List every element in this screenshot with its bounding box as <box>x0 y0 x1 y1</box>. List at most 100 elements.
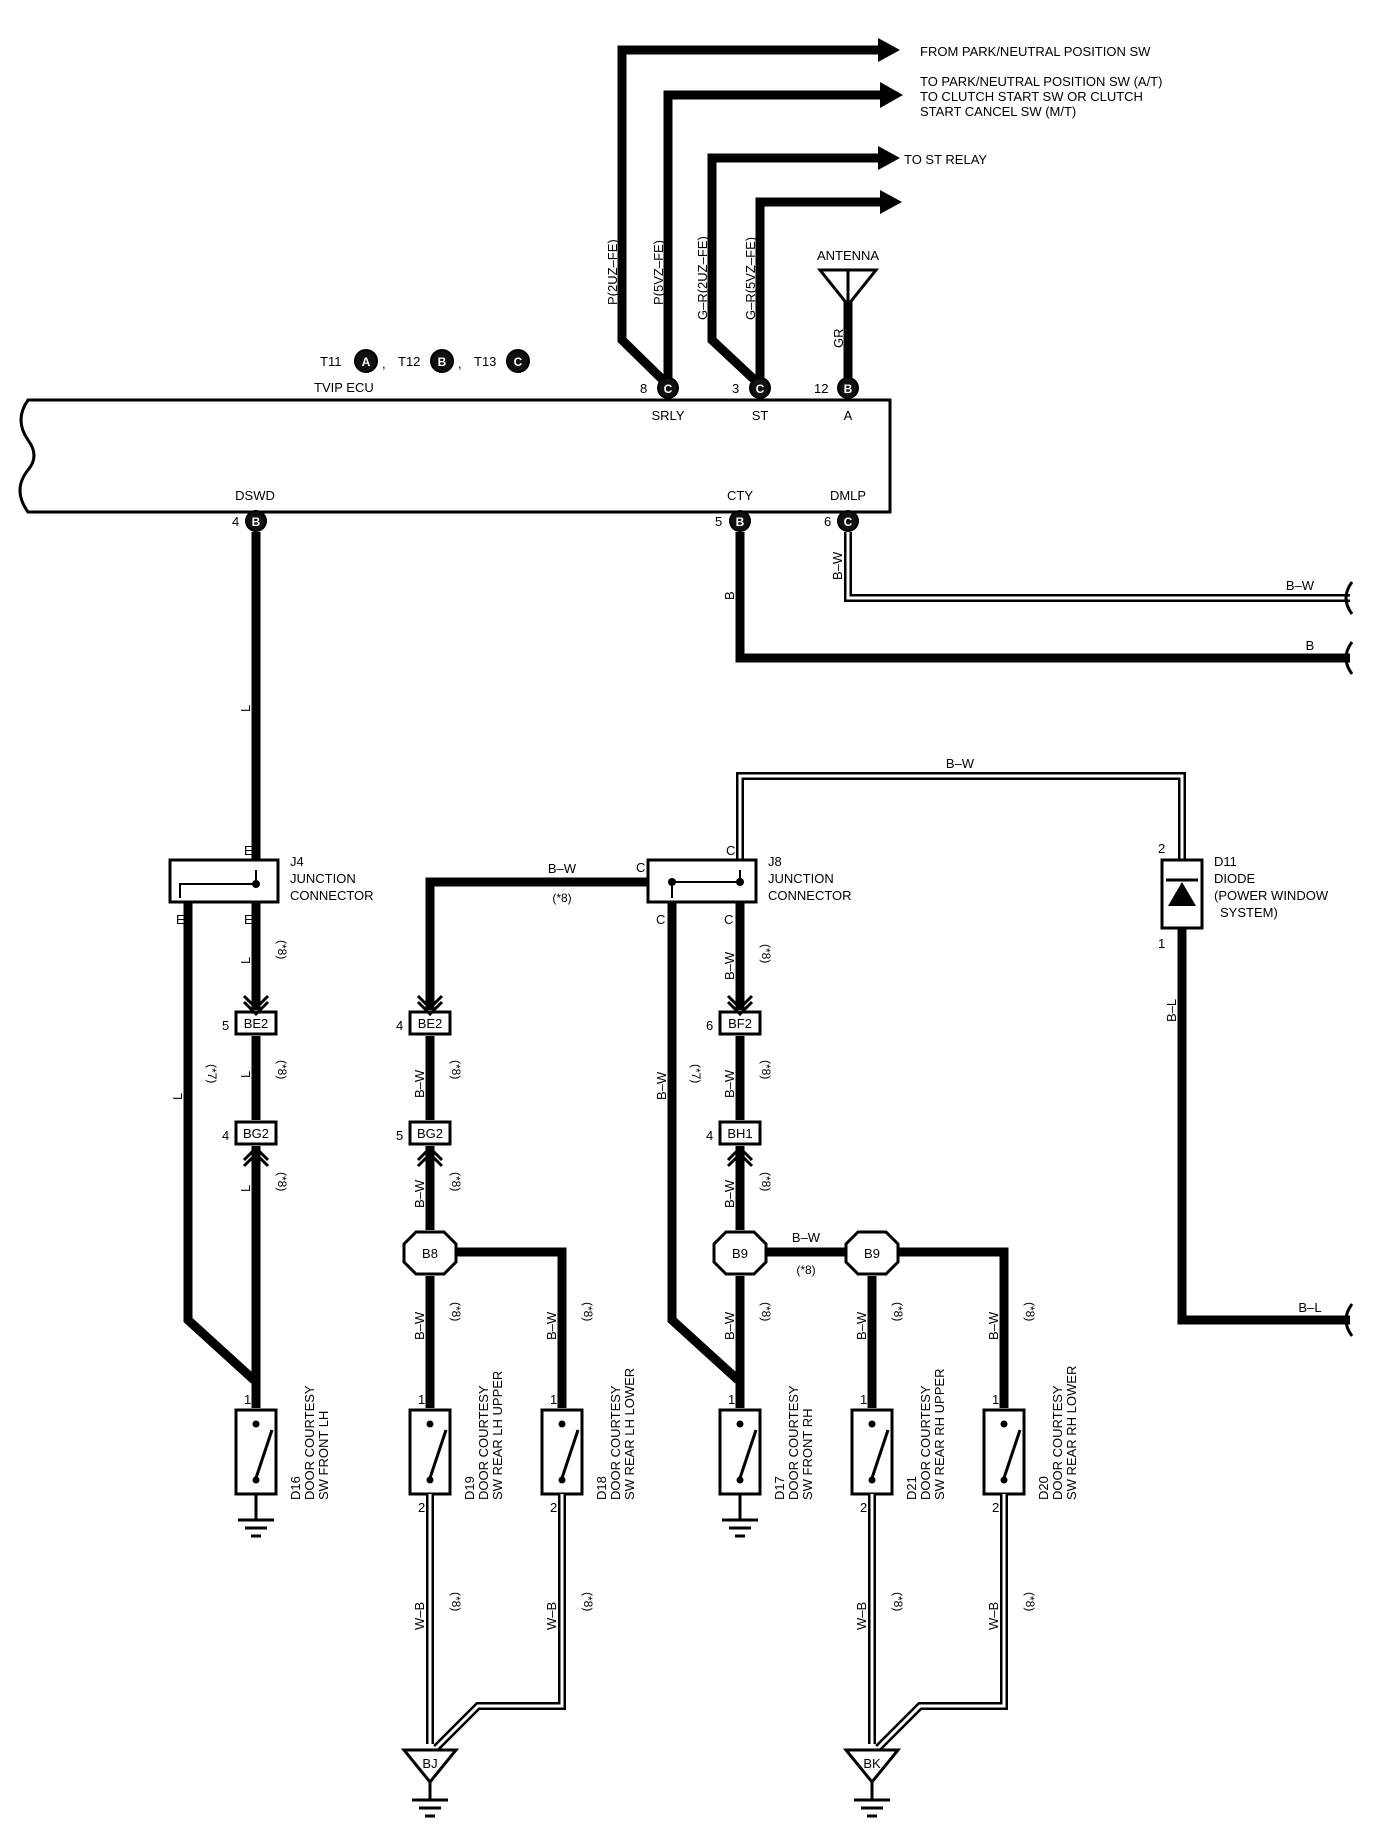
svg-text:D21: D21 <box>904 1476 919 1500</box>
svg-text:1: 1 <box>860 1392 867 1407</box>
wire-label-bw-rh-6: B–W <box>986 1311 1001 1340</box>
svg-text:CONNECTOR: CONNECTOR <box>290 888 374 903</box>
ecu-pin-dmlp: DMLP 6 C <box>824 488 866 532</box>
wire-label-l-d: L <box>170 1093 185 1100</box>
svg-text:2: 2 <box>1158 841 1165 856</box>
svg-text:D19: D19 <box>462 1476 477 1500</box>
svg-text:A: A <box>362 355 371 369</box>
wire-label-gr-2uz: G–R(2UZ–FE) <box>695 236 710 320</box>
wire-label-bw-dmlp: B–W <box>830 551 845 580</box>
svg-text:D18: D18 <box>594 1476 609 1500</box>
note-8-b9: (*8) <box>796 1263 815 1277</box>
svg-text:2: 2 <box>418 1500 425 1515</box>
svg-text:2: 2 <box>550 1500 557 1515</box>
svg-text:1: 1 <box>992 1392 999 1407</box>
wire-label-bw-lh-4: B–W <box>544 1311 559 1340</box>
svg-text:B: B <box>438 355 447 369</box>
note-8-rh-5: (*8) <box>891 1302 905 1321</box>
note-8-rh-6: (*8) <box>1023 1302 1037 1321</box>
switch-d19: 1 2 D19 DOOR COURTESY SW REAR LH UPPER <box>408 1371 505 1515</box>
wire-label-wb-4: W–B <box>986 1602 1001 1630</box>
svg-text:T11: T11 <box>320 354 341 369</box>
svg-text:4: 4 <box>222 1128 229 1143</box>
note-8-lh-3: (*8) <box>449 1302 463 1321</box>
svg-text:DOOR COURTESY: DOOR COURTESY <box>476 1385 491 1500</box>
note-8-wb-1: (*8) <box>449 1592 463 1611</box>
note-7-a: (*7) <box>205 1064 219 1083</box>
svg-text:E: E <box>176 912 185 927</box>
dswd-branch-wires <box>183 532 261 1408</box>
svg-text:D11: D11 <box>1214 854 1237 869</box>
wire-label-bl-2: B–L <box>1298 1300 1321 1315</box>
connector-bf2: 6 BF2 <box>706 994 762 1036</box>
wire-label-b-right: B <box>1306 638 1315 653</box>
lh-rear-wires <box>425 877 648 1408</box>
svg-text:DOOR COURTESY: DOOR COURTESY <box>786 1385 801 1500</box>
note-8-rh-4: (*8) <box>759 1302 773 1321</box>
splice-b9-left: B9 <box>712 1230 768 1276</box>
wire-label-wb-2: W–B <box>544 1602 559 1630</box>
top-wires <box>617 38 903 389</box>
svg-text:BE2: BE2 <box>418 1016 443 1031</box>
ecu-pin-cty: CTY 5 B <box>715 488 753 532</box>
svg-text:T12: T12 <box>398 354 420 369</box>
svg-text:5: 5 <box>222 1018 229 1033</box>
wire-label-bw-lh-3: B–W <box>412 1311 427 1340</box>
svg-text:1: 1 <box>418 1392 425 1407</box>
svg-text:BE2: BE2 <box>244 1016 269 1031</box>
note-8-lh-4: (*8) <box>581 1302 595 1321</box>
svg-text:SYSTEM): SYSTEM) <box>1220 905 1278 920</box>
j8-junction-connector: C C C C J8 JUNCTION CONNECTOR <box>636 843 852 927</box>
svg-text:D20: D20 <box>1036 1476 1051 1500</box>
connector-be2-b: 4 BE2 <box>396 994 452 1036</box>
svg-text:E: E <box>244 912 253 927</box>
svg-text:C: C <box>756 382 765 396</box>
svg-text:,: , <box>382 356 386 371</box>
connector-bg2-b: 5 BG2 <box>396 1120 452 1168</box>
arrow-to-pn-label-3: START CANCEL SW (M/T) <box>920 104 1076 119</box>
svg-text:B: B <box>736 515 745 529</box>
note-8-wb-3: (*8) <box>891 1592 905 1611</box>
svg-text:BH1: BH1 <box>727 1126 752 1141</box>
switch-d16: 1 D16 DOOR COURTESY SW FRONT LH <box>234 1385 331 1538</box>
wire-label-bw-lh-2: B–W <box>412 1179 427 1208</box>
svg-text:DOOR COURTESY: DOOR COURTESY <box>608 1385 623 1500</box>
switch-d18: 1 2 D18 DOOR COURTESY SW REAR LH LOWER <box>540 1368 637 1515</box>
svg-text:SW FRONT LH: SW FRONT LH <box>316 1411 331 1500</box>
svg-text:JUNCTION: JUNCTION <box>290 871 356 886</box>
svg-text:C: C <box>636 860 645 875</box>
ecu-ref-t12: T12 B , <box>398 349 462 373</box>
svg-text:2: 2 <box>860 1500 867 1515</box>
svg-text:ST: ST <box>752 408 769 423</box>
wire-label-bw-right: B–W <box>1286 578 1315 593</box>
svg-text:4: 4 <box>396 1018 403 1033</box>
ecu-pin-st: 3 C ST <box>732 377 771 423</box>
svg-text:T13: T13 <box>474 354 496 369</box>
ecu-name: TVIP ECU <box>314 380 374 395</box>
svg-text:SW REAR RH LOWER: SW REAR RH LOWER <box>1064 1366 1079 1500</box>
svg-text:DSWD: DSWD <box>235 488 275 503</box>
wire-label-l-a: L <box>238 957 253 964</box>
svg-text:J8: J8 <box>768 854 782 869</box>
svg-text:DOOR COURTESY: DOOR COURTESY <box>918 1385 933 1500</box>
svg-text:SW REAR LH LOWER: SW REAR LH LOWER <box>622 1368 637 1500</box>
svg-text:CTY: CTY <box>727 488 753 503</box>
svg-text:E: E <box>244 843 253 858</box>
svg-text:(POWER WINDOW: (POWER WINDOW <box>1214 888 1329 903</box>
switch-d20: 1 2 D20 DOOR COURTESY SW REAR RH LOWER <box>982 1366 1079 1515</box>
svg-text:J4: J4 <box>290 854 304 869</box>
wire-label-bw-rh-1: B–W <box>722 951 737 980</box>
antenna-label: ANTENNA <box>817 248 879 263</box>
right-bus-wires <box>735 532 1354 675</box>
arrow-from-pn-label: FROM PARK/NEUTRAL POSITION SW <box>920 44 1151 59</box>
ecu-ref-t13: T13 C <box>474 349 530 373</box>
splice-b8: B8 <box>402 1230 458 1276</box>
switch-d17: 1 D17 DOOR COURTESY SW FRONT RH <box>718 1385 815 1538</box>
svg-text:B9: B9 <box>864 1246 880 1261</box>
note-8-wb-2: (*8) <box>581 1592 595 1611</box>
wire-label-bw-b9: B–W <box>792 1230 821 1245</box>
svg-text:8: 8 <box>640 381 647 396</box>
wire-label-bw-rh-2: B–W <box>722 1069 737 1098</box>
svg-text:D17: D17 <box>772 1476 787 1500</box>
wire-label-gr-antenna: GR <box>831 329 846 349</box>
